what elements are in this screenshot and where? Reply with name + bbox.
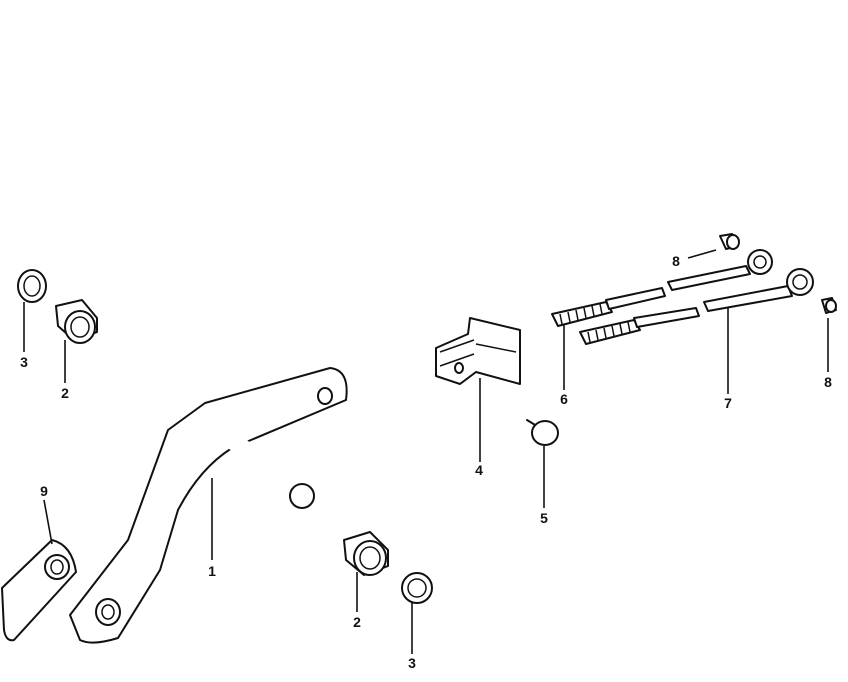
bushing-part-2-bottom bbox=[343, 531, 389, 576]
rod-end-part-7-upper bbox=[667, 249, 773, 291]
callout-3-top: 3 bbox=[20, 354, 28, 370]
rod-end-part-7-lower bbox=[703, 268, 814, 312]
bushing-part-2-top bbox=[55, 299, 98, 344]
spacer-part-8-lower bbox=[821, 297, 837, 314]
lever-arm-part-1 bbox=[69, 346, 348, 644]
callout-7: 7 bbox=[724, 395, 732, 411]
callout-2-top: 2 bbox=[61, 385, 69, 401]
washer-part-3-bottom bbox=[401, 572, 433, 604]
callout-5: 5 bbox=[540, 510, 548, 526]
bracket-part-4 bbox=[435, 317, 521, 385]
callout-8-right: 8 bbox=[824, 374, 832, 390]
threaded-rod-part-6-lower bbox=[579, 307, 700, 345]
callout-9: 9 bbox=[40, 483, 48, 499]
callout-6: 6 bbox=[560, 391, 568, 407]
callout-3-bottom: 3 bbox=[408, 655, 416, 671]
plate-part-9 bbox=[1, 539, 77, 642]
washer-part-3-top bbox=[17, 269, 47, 303]
callout-8-top: 8 bbox=[672, 253, 680, 269]
callout-4: 4 bbox=[475, 462, 483, 478]
pin-part-5 bbox=[526, 419, 559, 446]
threaded-rod-part-6-upper bbox=[551, 287, 666, 327]
callout-2-bottom: 2 bbox=[353, 614, 361, 630]
leader-lines bbox=[23, 249, 829, 654]
callout-1: 1 bbox=[208, 563, 216, 579]
spacer-part-8-upper bbox=[719, 233, 740, 250]
